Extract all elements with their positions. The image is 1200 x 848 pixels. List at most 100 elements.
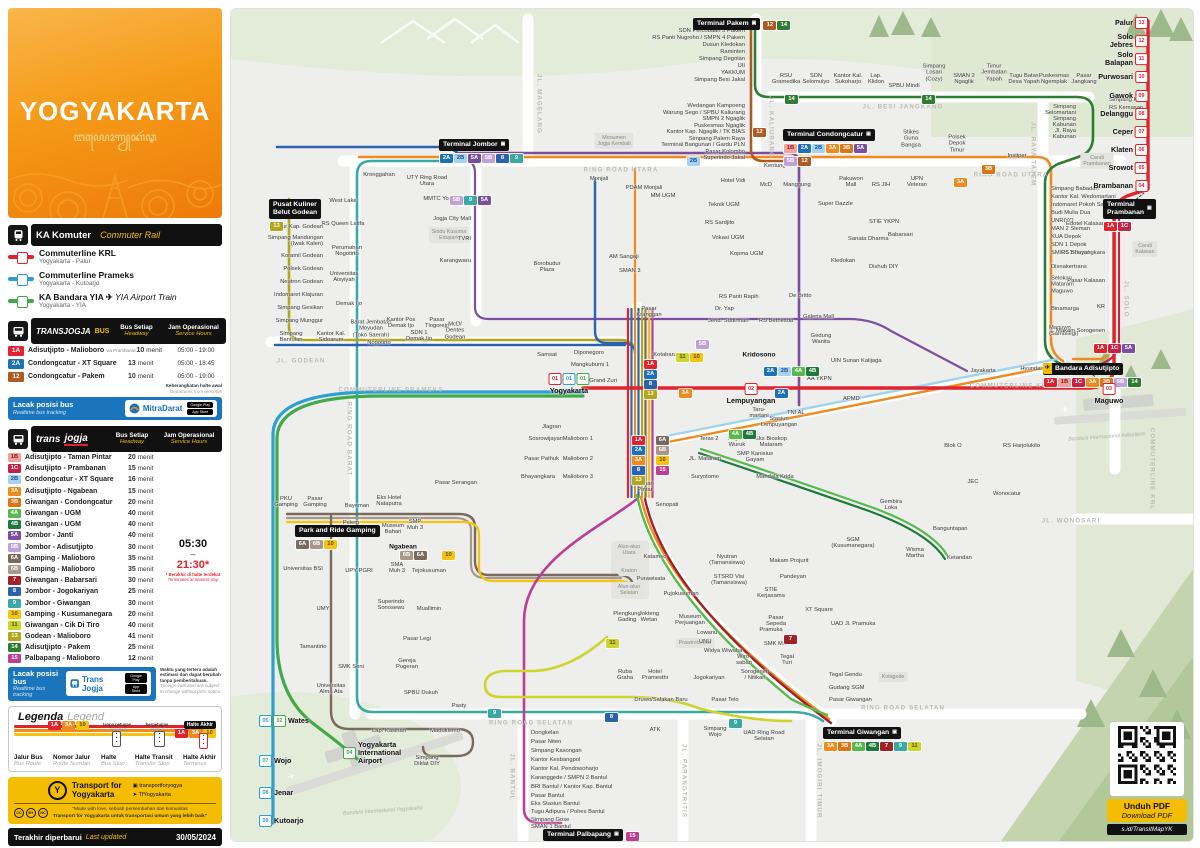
station-number: 01 <box>548 373 562 385</box>
station-number: 05 <box>1135 162 1148 174</box>
bus2-note-en: Timings indicated are subject to change … <box>160 683 222 694</box>
station-number: 09 <box>259 815 272 827</box>
map-stop-label: STIE Kerjasama <box>757 586 785 599</box>
route-badge-2A: 2A <box>764 367 777 376</box>
map-stop-label: Indomaret Klajuran <box>274 291 323 298</box>
terminal-name: Pusat Kuliner Belut Godean <box>269 199 322 219</box>
download-pdf-button[interactable]: Unduh PDF Download PDF <box>1107 799 1187 822</box>
bus-route-name: Gamping - Malioboro <box>25 565 95 573</box>
map-stop-label: Sanata Dharma <box>848 235 889 242</box>
route-badge-3A: 3A <box>1086 377 1099 387</box>
station-number: 13 <box>1135 17 1148 29</box>
download-block[interactable]: Unduh PDF Download PDF s.id/TransitMapYK <box>1107 722 1187 835</box>
station-number-badges: 04 <box>343 746 356 759</box>
google-play-badge[interactable]: Google Play <box>125 673 147 684</box>
legend-title: Legenda <box>18 711 64 724</box>
bus-route-name: Godean - Malioboro <box>25 633 91 641</box>
map-stop-label: Polsek Depok Timur <box>948 134 966 154</box>
map-stop-label: Pasar Jangkang <box>1071 72 1097 85</box>
road-label: JL. MAGELANG <box>535 74 543 134</box>
terminal-name: Park and Ride Gamping <box>295 525 380 537</box>
map-stop-label: Gedung Wanita <box>810 332 832 345</box>
map-stop-label: SMAN 2 Ngaglik <box>953 72 975 85</box>
track-label: Lacak posisi bus <box>13 668 59 686</box>
station-number-badges: 04 <box>1135 180 1148 192</box>
komuter-title: KA Komuter <box>36 229 92 241</box>
app-store-badge[interactable]: App Store <box>187 409 213 415</box>
track-label-en: Realtime bus tracking <box>13 686 46 699</box>
bus1-brand2: BUS <box>94 327 110 335</box>
station-name: Solo Jebres <box>1109 32 1133 49</box>
bus-route-name: Giwangan - Babarsari <box>25 577 97 585</box>
map-stop-label: Tugu Adipura / Polres Bantul <box>531 808 605 815</box>
road-label: COMMUTERLINE PRAMEKS <box>338 386 444 394</box>
map-stop-label: Selokan Mataram Maguwo <box>1051 275 1074 295</box>
route-badge-3B: 3B <box>982 165 995 174</box>
map-stop-label: Karanggede / SMPN 2 Bantul <box>531 774 608 781</box>
map-stop-label: Ruba Graha <box>616 668 634 681</box>
map-stop-label: XT Square <box>805 606 833 613</box>
map-stop-label: SPBU Mindi <box>888 82 920 89</box>
map-stop-label: RSU Gramedika <box>771 72 801 85</box>
route-badge-15: 15 <box>625 832 639 841</box>
bus-route-headway: 40 menit <box>128 621 154 629</box>
map-stop-label: Dr. Yap <box>715 305 734 312</box>
download-url[interactable]: s.id/TransitMapYK <box>1107 824 1187 835</box>
route-badge-1A: 1A <box>1094 344 1107 353</box>
twitter-handle[interactable]: TfYogyakarta <box>138 791 171 798</box>
station-number-badges: 06 <box>1135 144 1148 156</box>
map-stop-label: Jayakarta <box>970 367 996 374</box>
map-stop-label: McD <box>760 181 772 188</box>
route-badge-11: 11 <box>606 639 619 648</box>
route-badge-1C: 1C <box>1108 344 1121 353</box>
map-stop-label: Suryotomo <box>690 473 720 480</box>
road-label: COMMUTERLINE KRL <box>1148 427 1156 511</box>
map-stop-label: Maguwo (Sambilegi) <box>1049 324 1079 337</box>
map-stop-label: Simpang Babadan <box>1051 185 1099 192</box>
map-stop-label: Eks Bioskop Mataram <box>755 435 787 448</box>
train-icon: ✈ <box>1043 363 1053 375</box>
mitradarat-app-chip[interactable]: MitraDarat Google Play App Store <box>124 400 217 417</box>
station-name: Solo Balapan <box>1105 50 1133 67</box>
transjogja-tracking[interactable]: Lacak posisi bus Realtime bus tracking T… <box>8 666 156 702</box>
transit-map[interactable]: ✈ ✈ <box>230 8 1194 842</box>
rail-route-name: Commuterline KRL <box>39 247 116 258</box>
bus-route-name: Giwangan - UGM <box>25 510 81 518</box>
map-stop-label: Lowanu <box>697 629 718 636</box>
instagram-handle[interactable]: transportforyogya <box>139 783 183 790</box>
route-badge-2A: 2A <box>8 358 24 369</box>
route-badge-1C: 1C <box>1118 221 1131 231</box>
route-badge-1B: 1B <box>1058 377 1071 387</box>
last-updated-date: 30/05/2024 <box>175 832 216 842</box>
map-stop-label: Pasar Kalasan <box>1067 277 1105 284</box>
terminal-name: Terminal Palbapang▣ <box>543 829 623 841</box>
route-badge-6B: 6B <box>8 564 21 574</box>
route-badge-12: 12 <box>763 21 777 30</box>
terminal-badges: 15 <box>624 831 640 841</box>
map-stop-label: APMD <box>843 395 860 402</box>
rail-route-desc: Yogyakarta - Palur <box>39 258 91 266</box>
route-badge-1A: 1A <box>175 729 188 739</box>
map-stop-label: Tegal Turi <box>780 653 794 666</box>
mitradarat-tracking[interactable]: Lacak posisi bus Realtime bus tracking M… <box>8 397 222 420</box>
map-stop-label: Bhayangkara <box>520 473 555 480</box>
bus-route-headway: 40 menit <box>128 521 154 529</box>
app-store-badge[interactable]: App Store <box>125 684 147 695</box>
bus1-brand: TRANSJOGJA <box>36 326 91 336</box>
station-name: Klaten <box>1111 145 1133 155</box>
bus-route-headway: 15 menit <box>128 465 154 473</box>
map-stop-label: Nyutran (Tamansiswa) <box>709 553 745 566</box>
google-play-badge[interactable]: Google Play <box>187 402 213 408</box>
transjogja-app-chip[interactable]: Trans Jogja Google Play App Store <box>65 671 151 697</box>
map-stop-label: SDN Percobaan 3 Pakem <box>678 27 745 34</box>
map-stop-label: De Britto <box>789 292 812 299</box>
bus-route-headway: 41 menit <box>128 633 154 641</box>
terminal-badges: 13 <box>269 220 284 232</box>
map-stop-label: Simpang Degolan <box>698 55 745 62</box>
